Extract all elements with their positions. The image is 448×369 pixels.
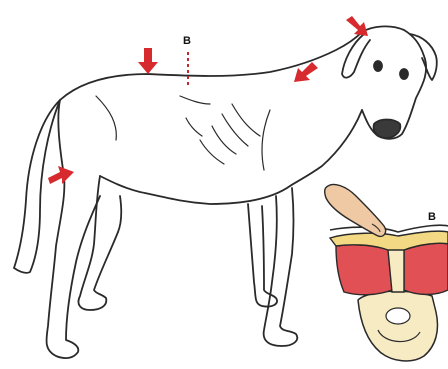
dog-ear-right	[410, 34, 437, 80]
dog-neck-front	[290, 110, 362, 186]
cross-section-inset: B	[330, 211, 448, 361]
dog-belly	[100, 176, 290, 204]
vertebra	[358, 291, 438, 361]
marker-b: B	[183, 35, 191, 86]
dog-back-line	[60, 32, 362, 100]
dog-shoulder	[262, 110, 270, 170]
inset-label: B	[428, 211, 436, 223]
dog-eye-left	[374, 61, 382, 71]
dog-tail	[14, 100, 60, 273]
dog-front-leg-back	[248, 204, 277, 307]
muscle-right	[404, 243, 448, 294]
muscle-left	[336, 245, 392, 295]
dog-eye-right	[400, 69, 408, 79]
red-arrow-icon	[48, 166, 74, 184]
dog-spine-detail	[180, 96, 210, 104]
dog-rib-3	[222, 114, 248, 146]
red-arrow-icon	[138, 48, 158, 74]
dog-hip-line	[96, 96, 116, 140]
dog-front-leg-front	[264, 188, 298, 346]
dog-rib-1	[200, 140, 224, 164]
dog-nose	[374, 120, 401, 139]
red-arrow-icon	[346, 16, 368, 36]
vertebra-canal	[386, 308, 410, 324]
red-arrows	[48, 16, 368, 184]
dog-rib-4	[232, 104, 260, 136]
dog-ear-left	[342, 34, 370, 78]
marker-b-label: B	[183, 35, 191, 47]
dog-hind-leg-back	[46, 100, 100, 358]
dog-rib-5	[186, 118, 202, 136]
